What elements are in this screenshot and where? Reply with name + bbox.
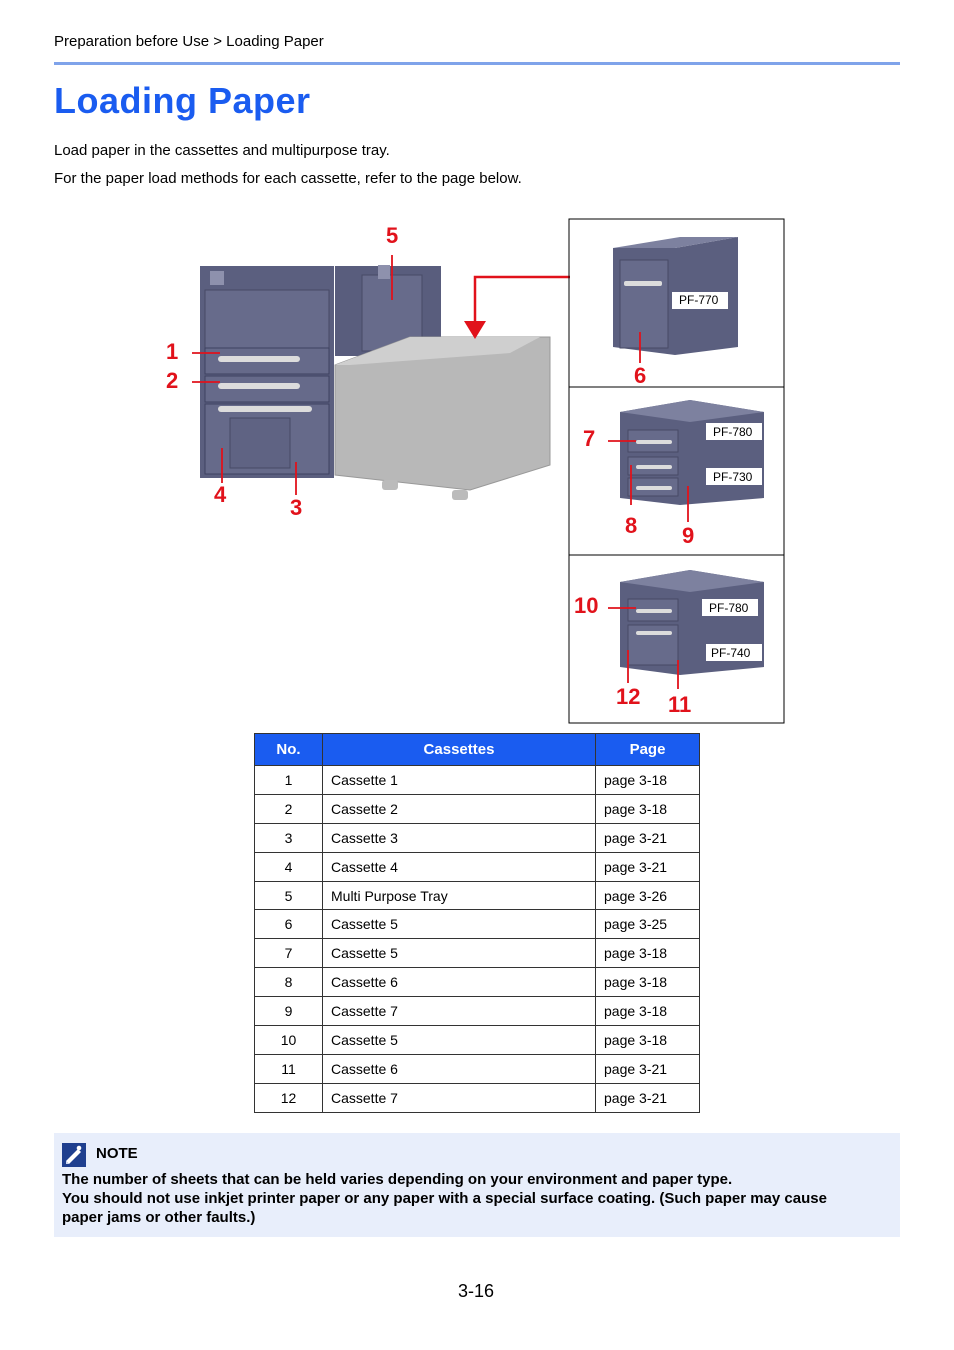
cell-page: page 3-18 — [595, 765, 700, 795]
cell-cassette: Cassette 7 — [322, 1082, 596, 1113]
cell-no: 11 — [254, 1053, 323, 1084]
model-label-pf780: PF-780 — [713, 425, 753, 439]
cell-cassette: Cassette 1 — [322, 765, 596, 795]
intro-line: Load paper in the cassettes and multipur… — [54, 142, 390, 159]
model-labels: PF-770 PF-780 PF-730 PF-780 PF-740 — [672, 292, 762, 661]
note-box: NOTE The number of sheets that can be he… — [54, 1133, 900, 1237]
printer-illustration: PF-770 PF-780 PF-730 PF-780 PF-740 — [192, 218, 785, 724]
note-title: NOTE — [96, 1145, 138, 1162]
cell-page: page 3-21 — [595, 851, 700, 882]
cell-cassette: Cassette 7 — [322, 996, 596, 1027]
cell-cassette: Multi Purpose Tray — [322, 880, 596, 911]
cell-no: 12 — [254, 1082, 323, 1113]
page-number: 3-16 — [458, 1281, 495, 1301]
cell-cassette: Cassette 5 — [322, 938, 596, 969]
callout-6: 6 — [634, 363, 647, 388]
main-unit-drawing — [200, 265, 441, 478]
model-label-pf730: PF-730 — [713, 470, 753, 484]
cell-cassette: Cassette 5 — [322, 1025, 596, 1055]
cell-no: 2 — [254, 793, 323, 824]
callout-10: 10 — [574, 593, 599, 618]
cell-page: page 3-18 — [595, 967, 700, 998]
pointer-arrow — [464, 275, 570, 339]
cell-page: page 3-25 — [595, 909, 700, 940]
page-title: Loading Paper — [54, 80, 311, 121]
cell-no: 4 — [254, 851, 323, 882]
cell-cassette: Cassette 6 — [322, 967, 596, 998]
callout-9: 9 — [682, 523, 695, 548]
loading-paper-figure: PF-770 PF-780 PF-730 PF-780 PF-740 1 — [150, 215, 790, 727]
cell-cassette: Cassette 2 — [322, 793, 596, 824]
callout-12: 12 — [616, 684, 641, 709]
callout-leaders — [192, 255, 689, 689]
cell-no: 7 — [254, 938, 323, 969]
column-header-no: No. — [254, 733, 323, 766]
callout-5: 5 — [386, 223, 399, 248]
pf780-730-drawing — [620, 400, 764, 505]
column-header-cassettes: Cassettes — [322, 733, 596, 766]
note-text: paper jams or other faults.) — [62, 1209, 256, 1226]
cell-page: page 3-21 — [595, 822, 700, 853]
cell-no: 3 — [254, 822, 323, 853]
table-header-row: No. Cassettes Page — [254, 733, 700, 766]
cell-cassette: Cassette 6 — [322, 1053, 596, 1084]
cell-cassette: Cassette 3 — [322, 822, 596, 853]
cell-page: page 3-26 — [595, 880, 700, 911]
callout-11: 11 — [668, 692, 692, 717]
cell-no: 9 — [254, 996, 323, 1027]
cell-page: page 3-18 — [595, 793, 700, 824]
cell-page: page 3-18 — [595, 1025, 700, 1055]
cell-no: 1 — [254, 765, 323, 795]
model-label-pf780: PF-780 — [709, 601, 749, 615]
column-header-page: Page — [595, 733, 700, 766]
callout-2: 2 — [166, 368, 179, 393]
cell-no: 10 — [254, 1025, 323, 1055]
cell-page: page 3-18 — [595, 996, 700, 1027]
callout-3: 3 — [290, 495, 303, 520]
note-text: The number of sheets that can be held va… — [62, 1171, 733, 1188]
callout-4: 4 — [214, 482, 227, 507]
callout-8: 8 — [625, 513, 638, 538]
cell-page: page 3-21 — [595, 1053, 700, 1084]
option-panels — [568, 218, 785, 724]
cell-no: 8 — [254, 967, 323, 998]
note-text: You should not use inkjet printer paper … — [62, 1190, 827, 1207]
header-rule — [54, 62, 900, 65]
cell-no: 6 — [254, 909, 323, 940]
cell-page: page 3-21 — [595, 1082, 700, 1113]
callout-7: 7 — [583, 426, 596, 451]
side-feeder-drawing — [334, 336, 551, 500]
breadcrumb: Preparation before Use > Loading Paper — [54, 33, 324, 50]
callout-1: 1 — [166, 339, 179, 364]
note-icon — [62, 1143, 86, 1167]
cell-cassette: Cassette 5 — [322, 909, 596, 940]
model-label-pf770: PF-770 — [679, 293, 719, 307]
intro-line: For the paper load methods for each cass… — [54, 170, 522, 187]
cell-no: 5 — [254, 880, 323, 911]
cell-cassette: Cassette 4 — [322, 851, 596, 882]
model-label-pf740: PF-740 — [711, 646, 751, 660]
cell-page: page 3-18 — [595, 938, 700, 969]
